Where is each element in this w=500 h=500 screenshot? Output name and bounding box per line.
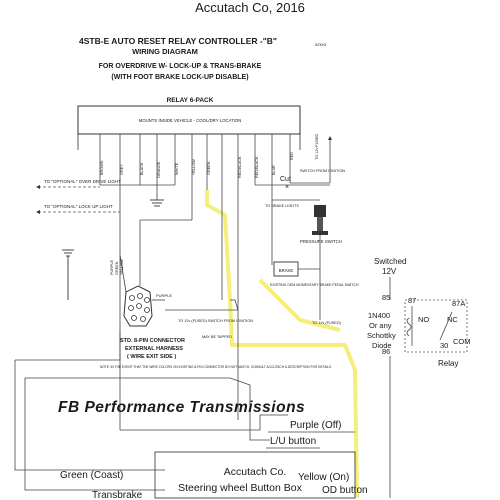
- diagram-title-line3: FOR OVERDRIVE W- LOCK-UP & TRANS-BRAKE: [99, 63, 262, 70]
- pin-30-label: 30: [440, 341, 448, 350]
- purple-off-label: Purple (Off): [290, 420, 342, 431]
- wire-label-red-black-2: RED/BLACK: [255, 156, 259, 178]
- pin-86-label: 86: [382, 347, 390, 356]
- ground-symbol-left-icon: [62, 249, 74, 300]
- diagram-title-line4: (WITH FOOT BRAKE LOCK-UP DISABLE): [111, 74, 248, 81]
- may-be-tapped-label: MAY BE TAPPED: [202, 335, 232, 339]
- brake-label: BRAKE: [279, 268, 294, 273]
- transbrake-label: Transbrake: [92, 490, 143, 500]
- wire-label-grey: GREY: [120, 164, 124, 175]
- lockup-light-note: TO "OPTIONAL" LOCK UP LIGHT: [36, 204, 120, 214]
- existing-brake-switch-label: EXISTING OEM MOMENTARY BRAKE PEDAL SWITC…: [270, 283, 359, 287]
- wire-label-orange: ORANGE: [157, 161, 161, 178]
- yellow-on-label: Yellow (On): [298, 472, 349, 483]
- relay-pack-mount-note: MOUNTS INSIDE VEHICLE - COOL/DRY LOCATIO…: [139, 118, 242, 123]
- switched-label: Switched: [374, 257, 406, 266]
- com-label: COM: [453, 337, 471, 346]
- diode-line4-label: Diode: [372, 341, 392, 350]
- wire-color-labels: BROWN GREY BLACK ORANGE WHITE YELLOW GRE…: [100, 152, 294, 178]
- overdrive-light-note: TO "OPTIONAL" OVER DRIVE LIGHT: [36, 179, 121, 189]
- yellow-highlight-wire: [205, 190, 359, 499]
- voltage-label: 12V: [382, 267, 397, 276]
- pressure-switch: TO BRAKE LIGHTS PRESSURE SWITCH: [265, 199, 342, 244]
- relay-pack-box: [77, 105, 301, 135]
- green-coast-label: Green (Coast): [60, 470, 123, 481]
- cut-junction: Cut × TO 12v FUSED SWITCH FROM IGNITION: [280, 133, 345, 191]
- diode-line3-label: Schottky: [367, 331, 396, 340]
- relay-schematic: Switched 12V 85 87 87A NO NC 30 COM 1N40…: [367, 257, 471, 498]
- harness-green-label: GREEN: [115, 261, 119, 275]
- relay-box-outline: [404, 299, 468, 353]
- pressure-switch-label: PRESSURE SWITCH: [300, 239, 342, 244]
- eight-pin-connector: PURPLE GREEN YELLOW PURPLE TO 12v (FUSED…: [100, 254, 331, 369]
- od-button-label: OD button: [322, 485, 368, 496]
- wire-label-black: BLACK: [140, 162, 144, 175]
- pin-87-label: 87: [408, 296, 416, 305]
- lockup-light-label: TO "OPTIONAL" LOCK UP LIGHT: [44, 204, 113, 209]
- harness-yellow-label: YELLOW: [120, 259, 124, 275]
- external-harness-label: EXTERNAL HARNESS: [125, 346, 183, 352]
- pin-87a-label: 87A: [452, 299, 465, 308]
- overdrive-light-label: TO "OPTIONAL" OVER DRIVE LIGHT: [44, 179, 121, 184]
- lu-button-label: L/U button: [270, 436, 316, 447]
- diode-line2-label: Or any: [369, 321, 392, 330]
- wire-label-yellow: YELLOW: [192, 159, 196, 175]
- ground-symbol-icon: [150, 199, 164, 207]
- harness-wires: [14, 299, 288, 491]
- std-8pin-label: STD. 8-PIN CONNECTOR: [120, 338, 185, 344]
- pressure-switch-body-icon: [314, 205, 326, 217]
- wire-label-red: RED: [290, 152, 294, 160]
- cut-mark-icon: ×: [285, 184, 289, 191]
- connector-purple-label: PURPLE: [156, 293, 172, 298]
- brand-name: FB Performance Transmissions: [58, 399, 305, 416]
- wire-label-white: WHITE: [175, 162, 179, 175]
- brake-switch: BRAKE EXISTING OEM MOMENTARY BRAKE PEDAL…: [270, 185, 359, 325]
- to-12v-fused-label: TO 12v FUSED: [315, 133, 319, 160]
- revision-tag: 0/00/0: [315, 42, 327, 47]
- pin-85-label: 85: [382, 293, 390, 302]
- wire-label-red-black-1: RED/BLACK: [238, 156, 242, 178]
- connector-note: NOTE: IN THE EVENT THAT THE WIRE COLORS …: [100, 365, 331, 369]
- diode-line1-label: 1N400: [368, 311, 390, 320]
- relay-pack-wires: [99, 134, 330, 430]
- wire-label-green: GREEN: [207, 161, 211, 175]
- company-year-title: Accutach Co, 2016: [195, 0, 305, 15]
- no-label: NO: [418, 315, 429, 324]
- switch-from-ignition-label: SWITCH FROM IGNITION: [300, 169, 345, 173]
- harness-purple-label: PURPLE: [110, 259, 114, 275]
- nc-label: NC: [447, 315, 458, 324]
- relay-contact-icon: [439, 311, 453, 341]
- diagram-title-line1: 4STB-E AUTO RESET RELAY CONTROLLER -"B": [79, 36, 277, 46]
- cut-label: Cut: [280, 176, 291, 183]
- to-12v-fused-2-label: TO 12v (FUSED): [312, 321, 342, 325]
- button-box-outline: [154, 451, 356, 499]
- button-box-title: Accutach Co.: [224, 466, 286, 478]
- connector-12v-label: TO 12v (FUSED) SWITCH FROM IGNITION: [178, 319, 253, 323]
- relay-label: Relay: [438, 359, 458, 368]
- wire-label-brown: BROWN: [100, 160, 104, 175]
- to-brake-lights-label: TO BRAKE LIGHTS: [265, 204, 299, 208]
- diagram-title-line2: WIRING DIAGRAM: [132, 47, 198, 56]
- relay-pack-label: RELAY 6-PACK: [167, 97, 214, 104]
- wire-label-blue: BLUE: [272, 165, 276, 175]
- relay-coil-icon: [406, 317, 412, 337]
- button-box-subtitle: Steering wheel Button Box: [178, 482, 302, 494]
- steering-wheel-button-box: Accutach Co. Steering wheel Button Box P…: [60, 420, 368, 500]
- wire-exit-label: ( WIRE EXIT SIDE ): [127, 354, 176, 360]
